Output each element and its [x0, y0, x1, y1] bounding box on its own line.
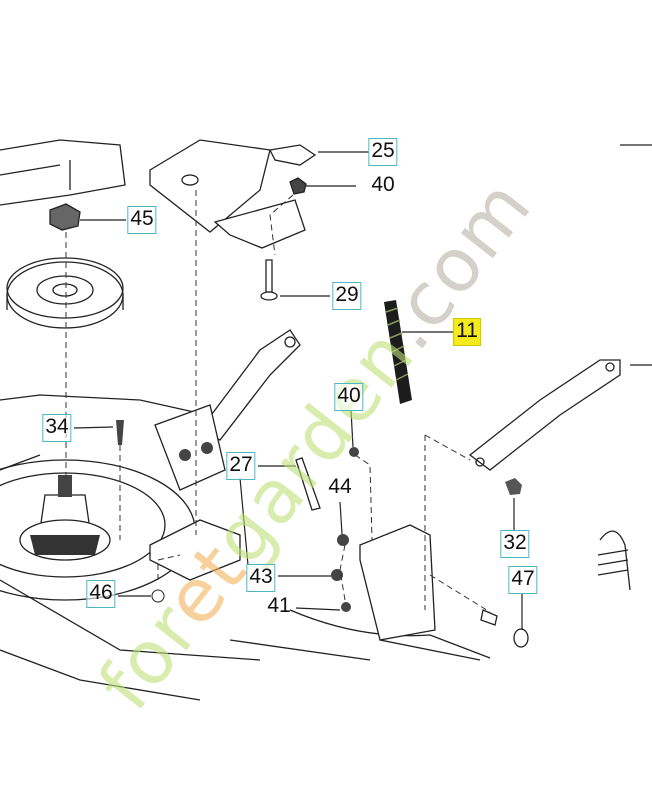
callout-46[interactable]: 46 — [86, 580, 116, 608]
callout-27[interactable]: 27 — [226, 452, 256, 480]
callout-44[interactable]: 44 — [328, 475, 352, 498]
callout-40-boxed[interactable]: 40 — [334, 383, 364, 411]
callout-25[interactable]: 25 — [368, 138, 398, 166]
idler-arm-right — [359, 359, 621, 648]
callout-29[interactable]: 29 — [332, 282, 362, 310]
spindle — [19, 475, 111, 561]
link-rod — [295, 457, 321, 511]
callout-41[interactable]: 41 — [267, 594, 291, 617]
nuts — [116, 420, 359, 612]
callout-11-highlighted[interactable]: 11 — [453, 318, 481, 346]
callout-32[interactable]: 32 — [500, 530, 530, 558]
callout-47[interactable]: 47 — [508, 566, 538, 594]
idler-arm-left — [149, 329, 301, 581]
callout-45[interactable]: 45 — [127, 206, 157, 234]
callout-40[interactable]: 40 — [371, 173, 395, 196]
engine-housing — [0, 139, 126, 206]
bolt — [265, 259, 273, 293]
callout-43[interactable]: 43 — [246, 564, 276, 592]
callout-34[interactable]: 34 — [42, 414, 72, 442]
tension-spring — [597, 530, 631, 591]
idler-bracket — [149, 139, 317, 249]
pulley — [6, 203, 124, 329]
spring — [384, 300, 412, 404]
leader-lines — [73, 151, 523, 630]
mower-deck — [0, 394, 491, 701]
